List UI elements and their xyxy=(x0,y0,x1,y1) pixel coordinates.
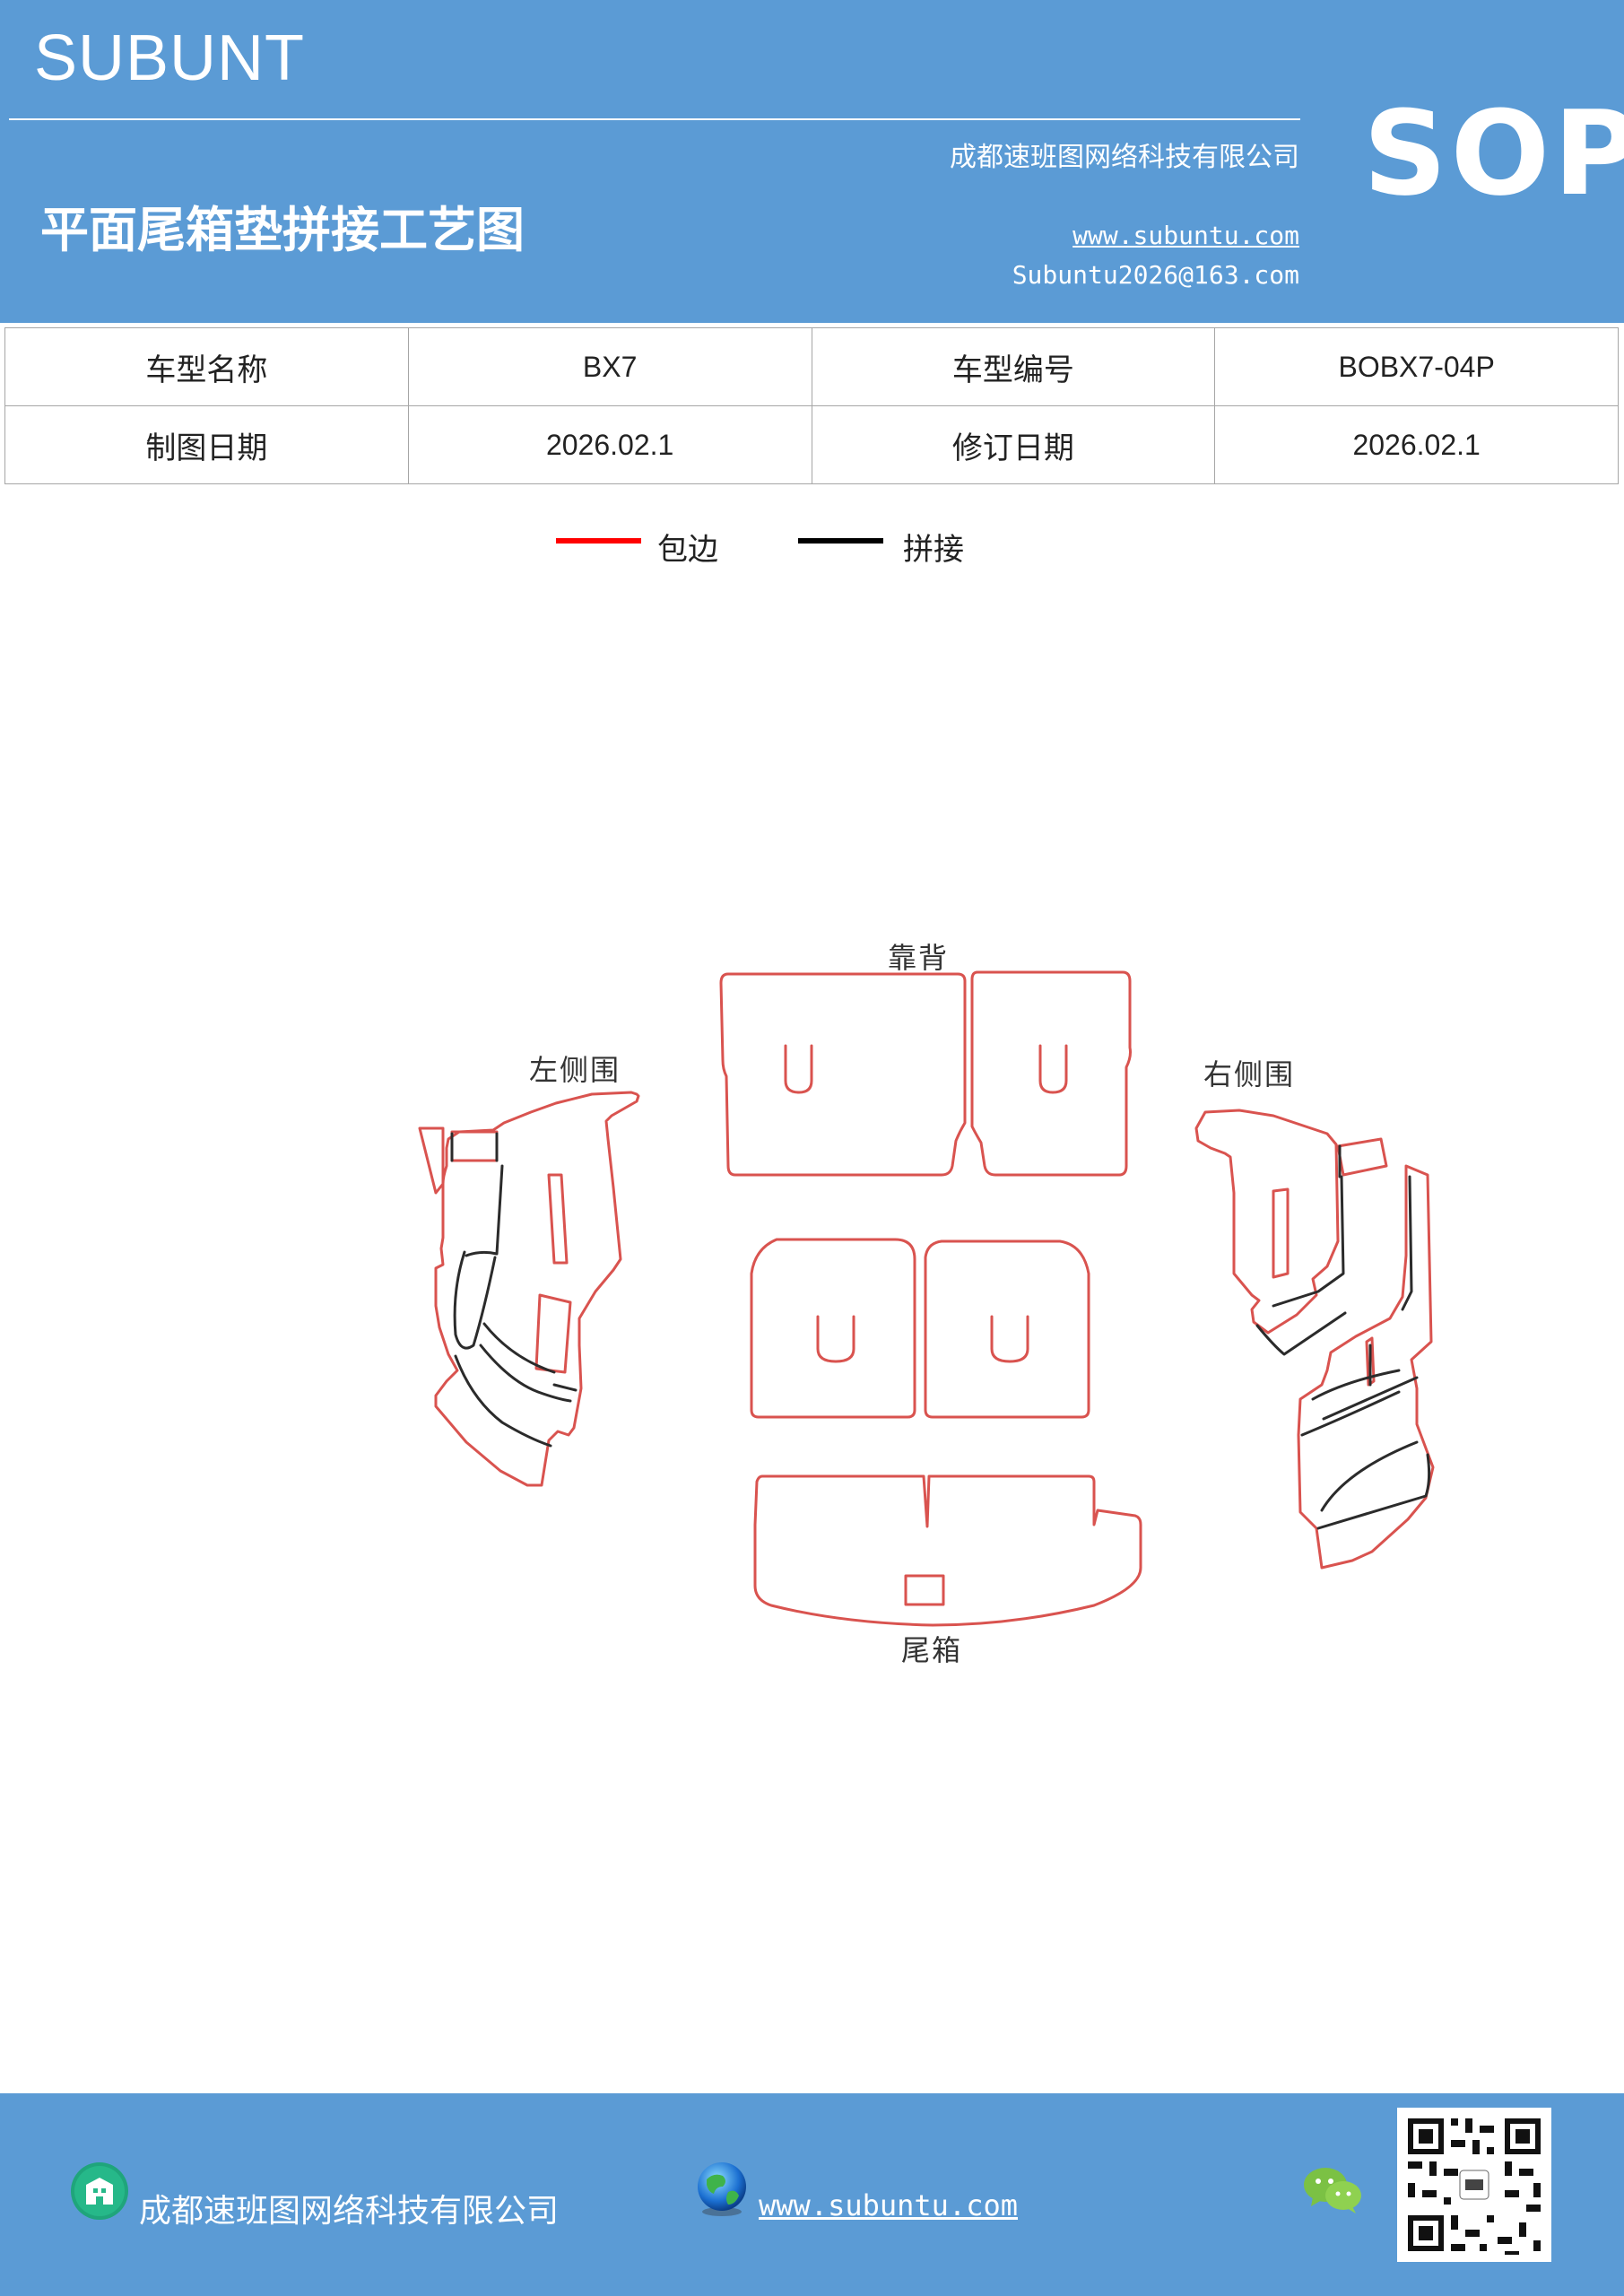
header-website-link[interactable]: www.subuntu.com xyxy=(1073,221,1299,250)
label-trunk: 尾箱 xyxy=(901,1633,963,1667)
legend-label-edge: 包边 xyxy=(657,532,718,568)
middle-right-pad xyxy=(924,1239,1090,1419)
qr-code[interactable] xyxy=(1397,2108,1551,2262)
right-seam-6 xyxy=(1322,1376,1419,1421)
info-table: 车型名称 BX7 车型编号 BOBX7-04P 制图日期 2026.02.1 修… xyxy=(4,327,1619,484)
left-seam-4 xyxy=(465,1164,504,1257)
document-title: 平面尾箱垫拼接工艺图 xyxy=(40,202,525,258)
middle-left-slot xyxy=(816,1315,855,1363)
header-banner xyxy=(0,0,1624,323)
table-row: 制图日期 2026.02.1 修订日期 2026.02.1 xyxy=(4,405,1619,484)
right-seam-3 xyxy=(1255,1311,1347,1356)
left-seam-7 xyxy=(552,1383,578,1392)
draw-date-label: 制图日期 xyxy=(4,405,409,484)
middle-right-slot xyxy=(990,1315,1029,1363)
label-left-side: 左侧围 xyxy=(529,1053,621,1087)
right-side-insert xyxy=(1365,1336,1376,1387)
revise-date-value: 2026.02.1 xyxy=(1214,405,1619,484)
right-seam-7 xyxy=(1300,1390,1401,1437)
middle-left-pad xyxy=(750,1238,916,1419)
right-seam-5 xyxy=(1311,1369,1401,1401)
left-seam-6 xyxy=(479,1344,572,1403)
model-code-label: 车型编号 xyxy=(811,327,1216,406)
trunk-pad xyxy=(753,1474,1142,1627)
label-backrest: 靠背 xyxy=(888,941,950,975)
right-side-slot xyxy=(1272,1187,1290,1279)
building-icon xyxy=(71,2162,128,2220)
model-name-value: BX7 xyxy=(407,327,812,406)
brand-name: SUBUNT xyxy=(34,22,306,94)
legend-swatch-edge xyxy=(556,538,641,544)
table-row: 车型名称 BX7 车型编号 BOBX7-04P xyxy=(4,327,1619,406)
right-seam-4 xyxy=(1401,1175,1413,1311)
wechat-icon[interactable] xyxy=(1302,2163,1365,2217)
legend: 包边 拼接 xyxy=(0,525,1624,570)
left-side-rect xyxy=(534,1293,572,1374)
legend-swatch-seam xyxy=(798,538,883,544)
header-divider xyxy=(9,118,1300,120)
label-right-side: 右侧围 xyxy=(1203,1057,1296,1091)
model-code-value: BOBX7-04P xyxy=(1214,327,1619,406)
draw-date-value: 2026.02.1 xyxy=(407,405,812,484)
right-side-rect xyxy=(1336,1137,1388,1177)
header-email[interactable]: Subuntu2026@163.com xyxy=(1012,260,1299,290)
right-side-strip xyxy=(1297,1164,1435,1570)
left-side-tab xyxy=(450,1130,499,1162)
backrest-right-slot xyxy=(1038,1044,1068,1094)
model-name-label: 车型名称 xyxy=(4,327,409,406)
header-company: 成都速班图网络科技有限公司 xyxy=(950,142,1299,173)
left-seam-3 xyxy=(453,1250,497,1350)
backrest-left-slot xyxy=(784,1044,813,1094)
left-side-outer xyxy=(418,1091,640,1487)
revise-date-label: 修订日期 xyxy=(811,405,1216,484)
left-seam-8 xyxy=(482,1322,556,1374)
trunk-rect xyxy=(904,1574,945,1606)
right-seam-2 xyxy=(1272,1175,1345,1308)
right-side-outer xyxy=(1194,1109,1340,1335)
backrest-right-pad xyxy=(970,970,1132,1177)
left-seam-5 xyxy=(454,1354,552,1448)
right-seam-9 xyxy=(1316,1453,1431,1530)
footer-website-link[interactable]: www.subuntu.com xyxy=(759,2188,1018,2222)
legend-label-seam: 拼接 xyxy=(903,532,964,568)
left-side-slot xyxy=(547,1173,569,1265)
globe-icon xyxy=(698,2162,746,2216)
right-seam-8 xyxy=(1320,1440,1419,1512)
sop-badge: SOP xyxy=(1363,85,1624,222)
backrest-left-pad xyxy=(719,972,967,1177)
footer-company: 成都速班图网络科技有限公司 xyxy=(139,2193,560,2230)
